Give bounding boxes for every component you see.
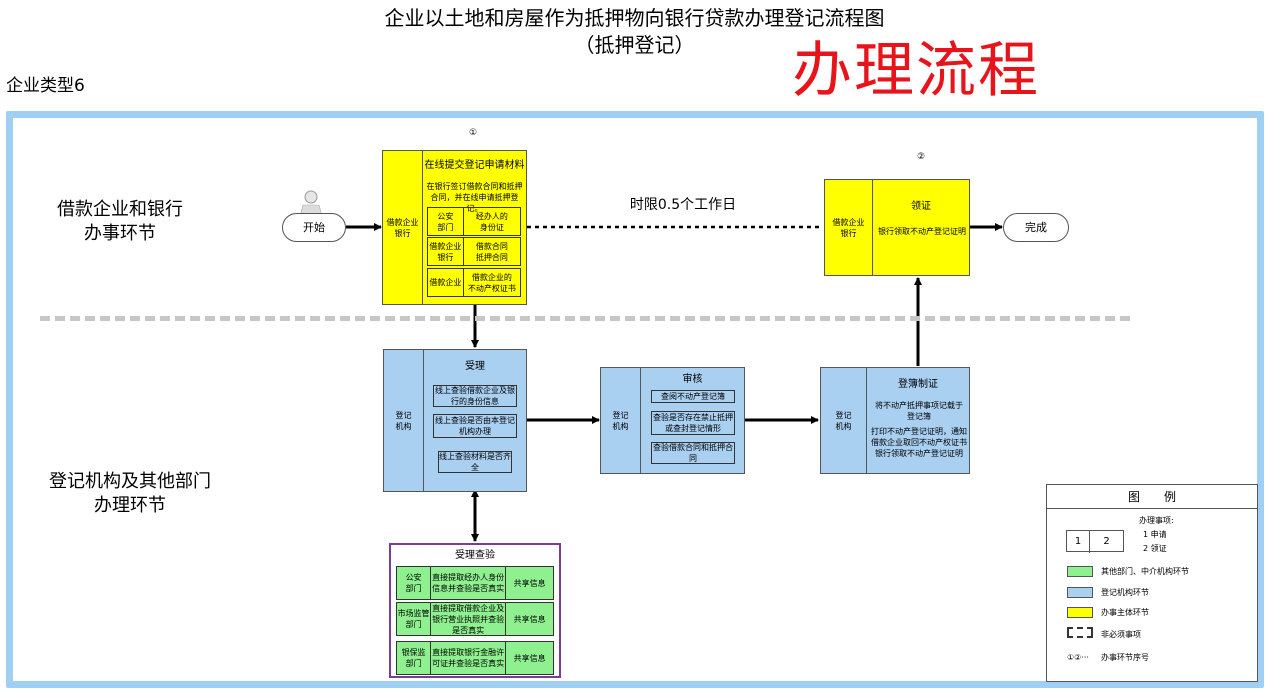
apply-description: 在银行签订借款合同和抵押合同，并在线申请抵押登记。 [426, 182, 523, 213]
time-limit-label: 时限0.5个工作日 [629, 197, 737, 213]
register-side-label: 登记 机构 [821, 368, 867, 473]
verify-row-1: 公安 部门 直接提取经办人身份信息并查验是否真实 共享信息 [396, 566, 554, 600]
accept-title: 受理 [465, 361, 485, 372]
step-number-1: ① [468, 128, 478, 138]
lane-label-enterprise-bank: 借款企业和银行 办事环节 [57, 199, 183, 244]
apply-row-1-dept: 公安 部门 [427, 207, 464, 236]
verify-row-2: 市场监管 部门 直接提取借款企业及银行营业执照并查验是否真实 共享信息 [396, 602, 554, 636]
apply-row-2-dept: 借款企业 银行 [427, 237, 464, 266]
accept-box: 登记 机构 受理 线上查验借款企业及银行的身份信息 线上查验是否由本登记机构办理… [383, 349, 527, 492]
apply-row-1-doc: 经办人的 身份证 [463, 207, 521, 236]
register-description-2: 打印不动产登记证明，通知借款企业取回不动产权证书银行领取不动产登记证明 [871, 427, 967, 458]
verify-row-3-share: 共享信息 [506, 641, 554, 675]
verify-row-2-action: 直接提取借款企业及银行营业执照并查验是否真实 [431, 602, 507, 636]
legend-dashed-swatch [1067, 627, 1093, 638]
lane-separator [40, 316, 1130, 321]
apply-row-1: 公安 部门 经办人的 身份证 [427, 207, 521, 236]
legend-seq-label: 办事环节序号 [1101, 653, 1149, 662]
apply-row-2-doc: 借款合同 抵押合同 [463, 237, 521, 266]
verify-row-2-share: 共享信息 [506, 602, 554, 636]
legend: 图 例 办理事项: 1 申请 2 领证 1 2 其他部门、中介机构环节 登记机构… [1046, 484, 1258, 682]
verify-row-1-share: 共享信息 [506, 566, 554, 600]
apply-row-3: 借款企业 借款企业的 不动产权证书 [427, 268, 521, 297]
collect-box: 借款企业 银行 领证 银行领取不动产登记证明 [824, 179, 970, 276]
verify-row-1-action: 直接提取经办人身份信息并查验是否真实 [431, 566, 507, 600]
legend-yellow-swatch [1067, 607, 1093, 618]
register-description-1: 将不动产抵押事项记载于登记簿 [875, 401, 963, 421]
apply-side-label: 借款企业 银行 [383, 151, 423, 304]
legend-blue-swatch [1067, 587, 1093, 598]
review-item-2: 查验是否存在禁止抵押或查封登记情形 [651, 411, 735, 435]
accept-item-3: 线上查验材料是否齐全 [438, 451, 512, 473]
diagram-frame [6, 111, 1264, 688]
verify-row-3: 银保监 部门 直接提取银行金融许可证并查验是否真实 共享信息 [396, 641, 554, 675]
apply-row-3-doc: 借款企业的 不动产权证书 [463, 268, 521, 297]
legend-seq-symbol: ①②··· [1067, 653, 1089, 662]
legend-blue-label: 登记机构环节 [1101, 588, 1149, 597]
collect-description: 银行领取不动产登记证明 [878, 227, 966, 236]
finish-node: 完成 [1003, 213, 1069, 242]
review-box: 登记 机构 审核 查阅不动产登记簿 查验是否存在禁止抵押或查封登记情形 查验借款… [600, 367, 745, 474]
verify-row-2-dept: 市场监管 部门 [396, 602, 432, 636]
verify-row-1-dept: 公安 部门 [396, 566, 432, 600]
collect-side-label: 借款企业 银行 [825, 180, 873, 275]
apply-row-2: 借款企业 银行 借款合同 抵押合同 [427, 237, 521, 266]
legend-matters-title: 办理事项: [1139, 516, 1174, 525]
verify-title: 受理查验 [455, 550, 495, 561]
legend-step-box-2: 2 [1103, 536, 1110, 547]
legend-step-boxes: 1 2 [1066, 530, 1124, 553]
page-subtitle: （抵押登记） [574, 33, 695, 57]
step-number-2: ② [916, 152, 926, 162]
accept-item-2: 线上查验是否由本登记机构办理 [433, 414, 517, 438]
lane-label-registry: 登记机构及其他部门 办理环节 [49, 471, 211, 516]
verify-box: 受理查验 公安 部门 直接提取经办人身份信息并查验是否真实 共享信息 市场监管 … [389, 543, 561, 678]
legend-matter-1: 1 申请 [1143, 530, 1167, 539]
page-title: 企业以土地和房屋作为抵押物向银行贷款办理登记流程图 [384, 6, 885, 30]
verify-row-3-action: 直接提取银行金融许可证并查验是否真实 [431, 641, 507, 675]
review-side-label: 登记 机构 [601, 368, 641, 473]
review-title: 审核 [682, 374, 703, 385]
enterprise-type-label: 企业类型6 [6, 76, 85, 96]
register-box: 登记 机构 登簿制证 将不动产抵押事项记载于登记簿 打印不动产登记证明，通知借款… [820, 367, 970, 474]
accept-side-label: 登记 机构 [384, 350, 424, 491]
legend-green-swatch [1067, 566, 1093, 577]
apply-title: 在线提交登记申请材料 [424, 160, 525, 171]
legend-step-box-1: 1 [1067, 531, 1090, 553]
review-item-3: 查验借款合同和抵押合同 [651, 442, 735, 464]
collect-title: 领证 [911, 201, 931, 212]
legend-dashed-label: 非必须事项 [1101, 630, 1141, 639]
legend-green-label: 其他部门、中介机构环节 [1101, 567, 1189, 576]
legend-yellow-label: 办事主体环节 [1101, 608, 1149, 617]
accept-item-1: 线上查验借款企业及银行的身份信息 [433, 385, 517, 407]
verify-row-3-dept: 银保监 部门 [396, 641, 432, 675]
apply-row-3-dept: 借款企业 [427, 268, 464, 297]
legend-matter-2: 2 领证 [1143, 544, 1167, 553]
legend-title: 图 例 [1047, 485, 1257, 509]
start-node: 开始 [282, 213, 346, 242]
process-big-label: 办理流程 [792, 36, 1040, 106]
apply-box: 借款企业 银行 在线提交登记申请材料 在银行签订借款合同和抵押合同，并在线申请抵… [382, 150, 527, 305]
register-title: 登簿制证 [898, 379, 938, 390]
review-item-1: 查阅不动产登记簿 [651, 390, 735, 403]
